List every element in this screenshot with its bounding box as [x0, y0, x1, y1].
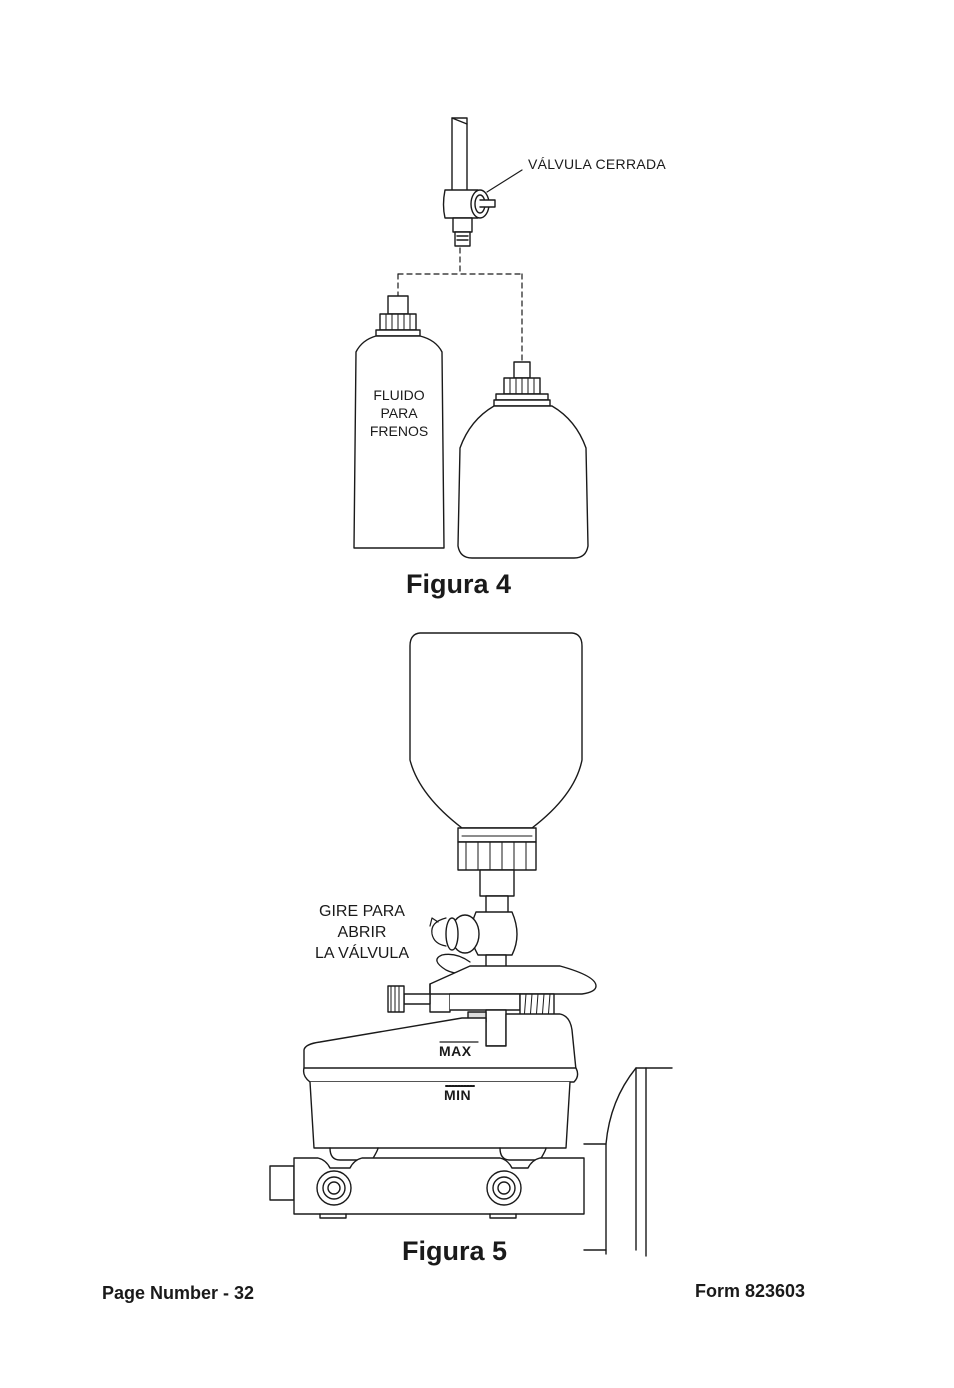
form-number: Form 823603: [695, 1281, 806, 1301]
open-valve-instruction: GIRE PARA ABRIR LA VÁLVULA: [304, 901, 420, 964]
open-valve-assembly: [429, 895, 518, 975]
figure-4-title: Figura 4: [406, 569, 512, 599]
brake-fluid-bottle-label: FLUIDO PARA FRENOS: [356, 386, 442, 440]
closed-valve-assembly: [442, 117, 523, 247]
figure-5-title: Figura 5: [402, 1236, 508, 1266]
figure-4-drawing: [353, 117, 589, 559]
master-cylinder-reservoir: [302, 1013, 579, 1161]
dashed-connection: [397, 247, 523, 363]
reservoir-max-mark: MAX: [439, 1043, 472, 1059]
instruction-line: ABRIR: [337, 924, 387, 941]
brake-fluid-bottle: [353, 295, 445, 549]
master-cylinder-body: [269, 1067, 673, 1257]
figure-5-drawing: [269, 632, 673, 1257]
instruction-line: GIRE PARA: [319, 903, 405, 920]
bottle-label-line: PARA: [380, 405, 418, 421]
reservoir-min-mark: MIN: [444, 1087, 472, 1103]
page-number: Page Number - 32: [102, 1283, 255, 1303]
bleeder-bottle: [457, 361, 589, 559]
bottle-label-line: FRENOS: [369, 423, 429, 439]
bottle-label-line: FLUIDO: [373, 387, 425, 403]
closed-valve-label: VÁLVULA CERRADA: [528, 156, 667, 172]
inverted-bleeder-bottle: [409, 632, 583, 897]
instruction-line: LA VÁLVULA: [315, 945, 409, 962]
